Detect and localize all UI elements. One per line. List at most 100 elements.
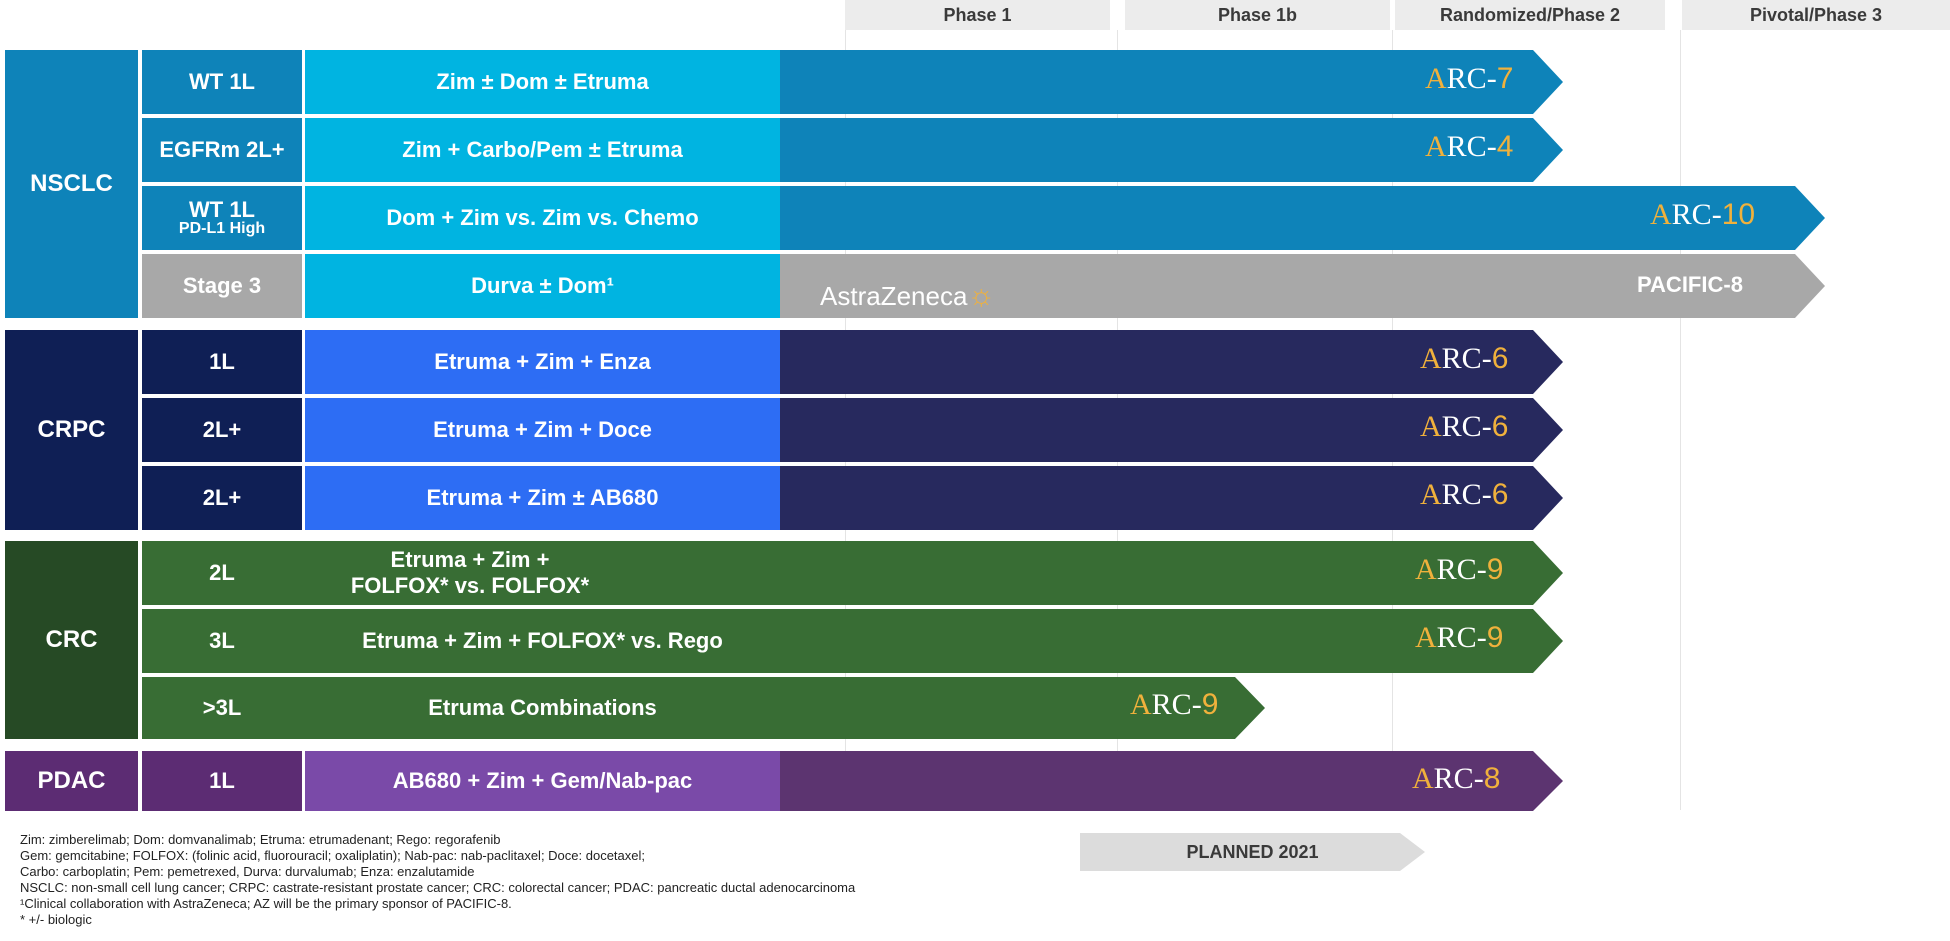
trial-text: RC- xyxy=(1441,478,1492,511)
trial-text: RC- xyxy=(1151,688,1202,721)
line-label: WT 1L xyxy=(189,69,255,95)
trial-text: RC- xyxy=(1671,198,1722,231)
trial-prefix: A xyxy=(1412,762,1434,795)
trial-label: ARC-4 xyxy=(1425,130,1513,164)
partner-name: AstraZeneca xyxy=(820,281,968,311)
regimen-cell: AB680 + Zim + Gem/Nab-pac xyxy=(305,751,780,811)
indication-nsclc: NSCLC xyxy=(5,50,138,318)
phase-header-2: Randomized/Phase 2 xyxy=(1395,0,1665,30)
trial-number: 6 xyxy=(1491,342,1509,375)
line-label: EGFRm 2L+ xyxy=(159,137,285,163)
trial-number: 8 xyxy=(1483,762,1501,795)
footnote-line: Carbo: carboplatin; Pem: pemetrexed, Dur… xyxy=(20,864,475,879)
trial-label: ARC-6 xyxy=(1420,410,1508,444)
line-cell: Stage 3 xyxy=(142,254,302,318)
trial-label: ARC-9 xyxy=(1130,688,1218,722)
trial-bar xyxy=(780,186,1825,250)
trial-number: 9 xyxy=(1486,621,1504,654)
line-sublabel: PD-L1 High xyxy=(178,220,266,238)
trial-prefix: A xyxy=(1415,621,1437,654)
line-cell: 1L xyxy=(142,330,302,394)
trial-bar xyxy=(780,466,1563,530)
line-label: 3L xyxy=(209,628,235,654)
line-cell: EGFRm 2L+ xyxy=(142,118,302,182)
regimen-cell: Durva ± Dom¹ xyxy=(305,254,780,318)
trial-bar xyxy=(780,254,1825,318)
line-cell: WT 1L xyxy=(142,50,302,114)
line-label: 1L xyxy=(209,768,235,794)
regimen-cell: Etruma + Zim + Enza xyxy=(305,330,780,394)
trial-text: RC- xyxy=(1436,553,1487,586)
trial-label: ARC-6 xyxy=(1420,342,1508,376)
line-label: WT 1L xyxy=(189,197,255,223)
trial-prefix: A xyxy=(1420,410,1442,443)
line-label: Stage 3 xyxy=(182,273,262,299)
trial-prefix: A xyxy=(1420,478,1442,511)
regimen-cell: Etruma + Zim + FOLFOX* vs. FOLFOX* xyxy=(350,546,590,598)
regimen-cell: Dom + Zim vs. Zim vs. Chemo xyxy=(305,186,780,250)
regimen-cell: Etruma + Zim ± AB680 xyxy=(305,466,780,530)
trial-text: RC- xyxy=(1433,762,1484,795)
planned-legend: PLANNED 2021 xyxy=(1080,833,1425,871)
phase-header-1b: Phase 1b xyxy=(1125,0,1390,30)
trial-text: RC- xyxy=(1441,410,1492,443)
trial-bar xyxy=(142,541,1563,605)
trial-number: 4 xyxy=(1496,130,1514,163)
trial-bar xyxy=(780,398,1563,462)
line-label: 2L+ xyxy=(202,485,242,511)
indication-crpc: CRPC xyxy=(5,330,138,530)
line-cell: 1L xyxy=(142,751,302,811)
trial-prefix: A xyxy=(1425,62,1447,95)
trial-number: 9 xyxy=(1201,688,1219,721)
regimen-cell: Etruma + Zim + Doce xyxy=(305,398,780,462)
footnote-line: Gem: gemcitabine; FOLFOX: (folinic acid,… xyxy=(20,848,646,863)
trial-label: ARC-6 xyxy=(1420,478,1508,512)
regimen-cell: Zim + Carbo/Pem ± Etruma xyxy=(305,118,780,182)
footnote-line: * +/- biologic xyxy=(20,912,92,927)
indication-crc: CRC xyxy=(5,541,138,739)
trial-text: RC- xyxy=(1446,62,1497,95)
regimen-cell: Etruma Combinations xyxy=(428,694,657,720)
trial-number: 10 xyxy=(1721,198,1756,231)
trial-bar xyxy=(142,677,1265,739)
footnote-line: Zim: zimberelimab; Dom: domvanalimab; Et… xyxy=(20,832,501,847)
trial-label: ARC-9 xyxy=(1415,553,1503,587)
footnote-line: NSCLC: non-small cell lung cancer; CRPC:… xyxy=(20,880,856,895)
line-cell: WT 1L PD-L1 High xyxy=(142,186,302,250)
trial-prefix: A xyxy=(1420,342,1442,375)
trial-bar xyxy=(780,118,1563,182)
line-cell: 2L xyxy=(142,541,302,605)
partner-logo: AstraZeneca☼ xyxy=(820,279,995,313)
phase-header-1: Phase 1 xyxy=(845,0,1110,30)
phase-header-3: Pivotal/Phase 3 xyxy=(1682,0,1950,30)
grid-line xyxy=(1680,30,1681,810)
trial-label: ARC-8 xyxy=(1412,762,1500,796)
trial-text: RC- xyxy=(1441,342,1492,375)
trial-prefix: A xyxy=(1425,130,1447,163)
trial-label-pacific: PACIFIC-8 xyxy=(1637,272,1743,297)
footnotes: Zim: zimberelimab; Dom: domvanalimab; Et… xyxy=(20,832,855,928)
regimen-cell: Etruma + Zim + FOLFOX* vs. Rego xyxy=(362,627,723,653)
trial-bar xyxy=(780,330,1563,394)
line-cell: 2L+ xyxy=(142,466,302,530)
trial-prefix: A xyxy=(1130,688,1152,721)
trial-text: RC- xyxy=(1446,130,1497,163)
line-label: >3L xyxy=(202,695,242,721)
indication-pdac: PDAC xyxy=(5,751,138,811)
footnote-line: ¹Clinical collaboration with AstraZeneca… xyxy=(20,896,512,911)
line-label: 2L xyxy=(209,560,235,586)
line-label: 2L+ xyxy=(202,417,242,443)
trial-number: 9 xyxy=(1486,553,1504,586)
trial-label: ARC-7 xyxy=(1425,62,1513,96)
trial-label: ARC-9 xyxy=(1415,621,1503,655)
trial-number: 7 xyxy=(1496,62,1514,95)
regimen-cell: Zim ± Dom ± Etruma xyxy=(305,50,780,114)
trial-text: RC- xyxy=(1436,621,1487,654)
line-cell: 3L xyxy=(142,609,302,673)
trial-number: 6 xyxy=(1491,478,1509,511)
trial-number: 6 xyxy=(1491,410,1509,443)
line-cell: 2L+ xyxy=(142,398,302,462)
trial-bar xyxy=(142,609,1563,673)
trial-bar xyxy=(780,751,1563,811)
partner-logo-mark: ☼ xyxy=(967,279,995,312)
